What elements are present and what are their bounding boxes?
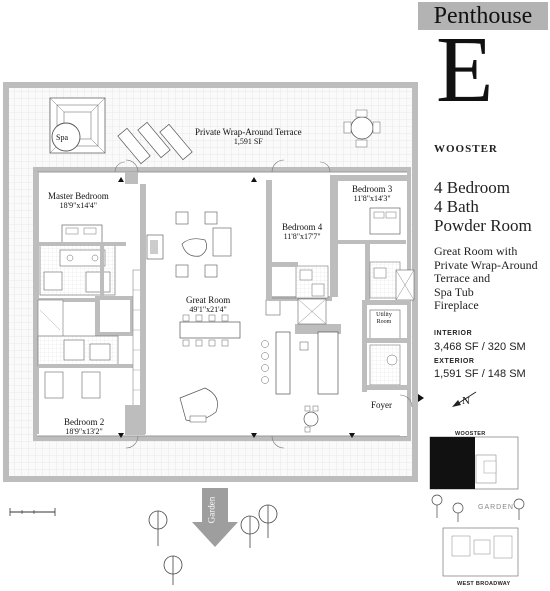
bedroom-2-label: Bedroom 2 18'9"x13'2" xyxy=(64,417,105,436)
feature-list: 4 Bedroom 4 Bath Powder Room xyxy=(434,178,532,235)
great-room-label: Great Room 49'1"x21'4" xyxy=(186,295,231,314)
terrace-furniture xyxy=(49,97,381,165)
scale-bar xyxy=(9,508,56,516)
interior-label: INTERIOR xyxy=(434,330,473,337)
terrace-label: Private Wrap-Around Terrace 1,591 SF xyxy=(195,127,302,146)
feature-bedrooms: 4 Bedroom xyxy=(434,178,511,197)
foyer-label: Foyer xyxy=(371,400,392,410)
north-arrow-icon xyxy=(452,391,477,407)
exterior-area: 1,591 SF / 148 SM xyxy=(434,368,526,380)
amenity-line: Private Wrap-Around xyxy=(434,257,538,272)
bedroom-4-label: Bedroom 4 11'8"x17'7" xyxy=(282,222,323,241)
amenity-line: Spa Tub xyxy=(434,284,474,299)
master-wing xyxy=(35,172,146,435)
amenity-line: Fireplace xyxy=(434,298,479,312)
feature-baths: 4 Bath xyxy=(434,197,479,216)
penthouse-header: Penthouse xyxy=(418,2,548,30)
entry-markers xyxy=(118,177,424,438)
exterior-label: EXTERIOR xyxy=(434,358,475,365)
interior-area: 3,468 SF / 320 SM xyxy=(434,341,526,353)
amenity-line: Great Room with xyxy=(434,244,518,258)
great-room-furniture xyxy=(146,211,341,433)
amenity-line: Terrace and xyxy=(434,271,491,285)
east-bedrooms xyxy=(266,175,415,392)
amenity-list: Great Room with Private Wrap-Around Terr… xyxy=(434,244,538,313)
feature-powder-room: Powder Room xyxy=(434,216,532,235)
spa-label: Spa xyxy=(56,133,68,142)
master-bedroom-label: Master Bedroom 18'9"x14'4" xyxy=(48,191,109,210)
keyplan-garden: GARDEN xyxy=(478,504,514,511)
trees xyxy=(148,504,278,585)
keyplan-top-street: WOOSTER xyxy=(455,431,486,437)
compass-label: N xyxy=(462,395,470,407)
garden-arrow xyxy=(192,488,238,547)
key-plan xyxy=(429,436,525,577)
garden-arrow-label: Garden xyxy=(206,496,217,524)
unit-letter: E xyxy=(436,18,494,122)
keyplan-bottom-street: WEST BROADWAY xyxy=(457,581,511,587)
building-label: WOOSTER xyxy=(434,143,498,155)
utility-room-label: Utility Room xyxy=(376,312,392,325)
door-swings xyxy=(114,159,413,449)
bedroom-3-label: Bedroom 3 11'8"x14'3" xyxy=(352,184,393,203)
